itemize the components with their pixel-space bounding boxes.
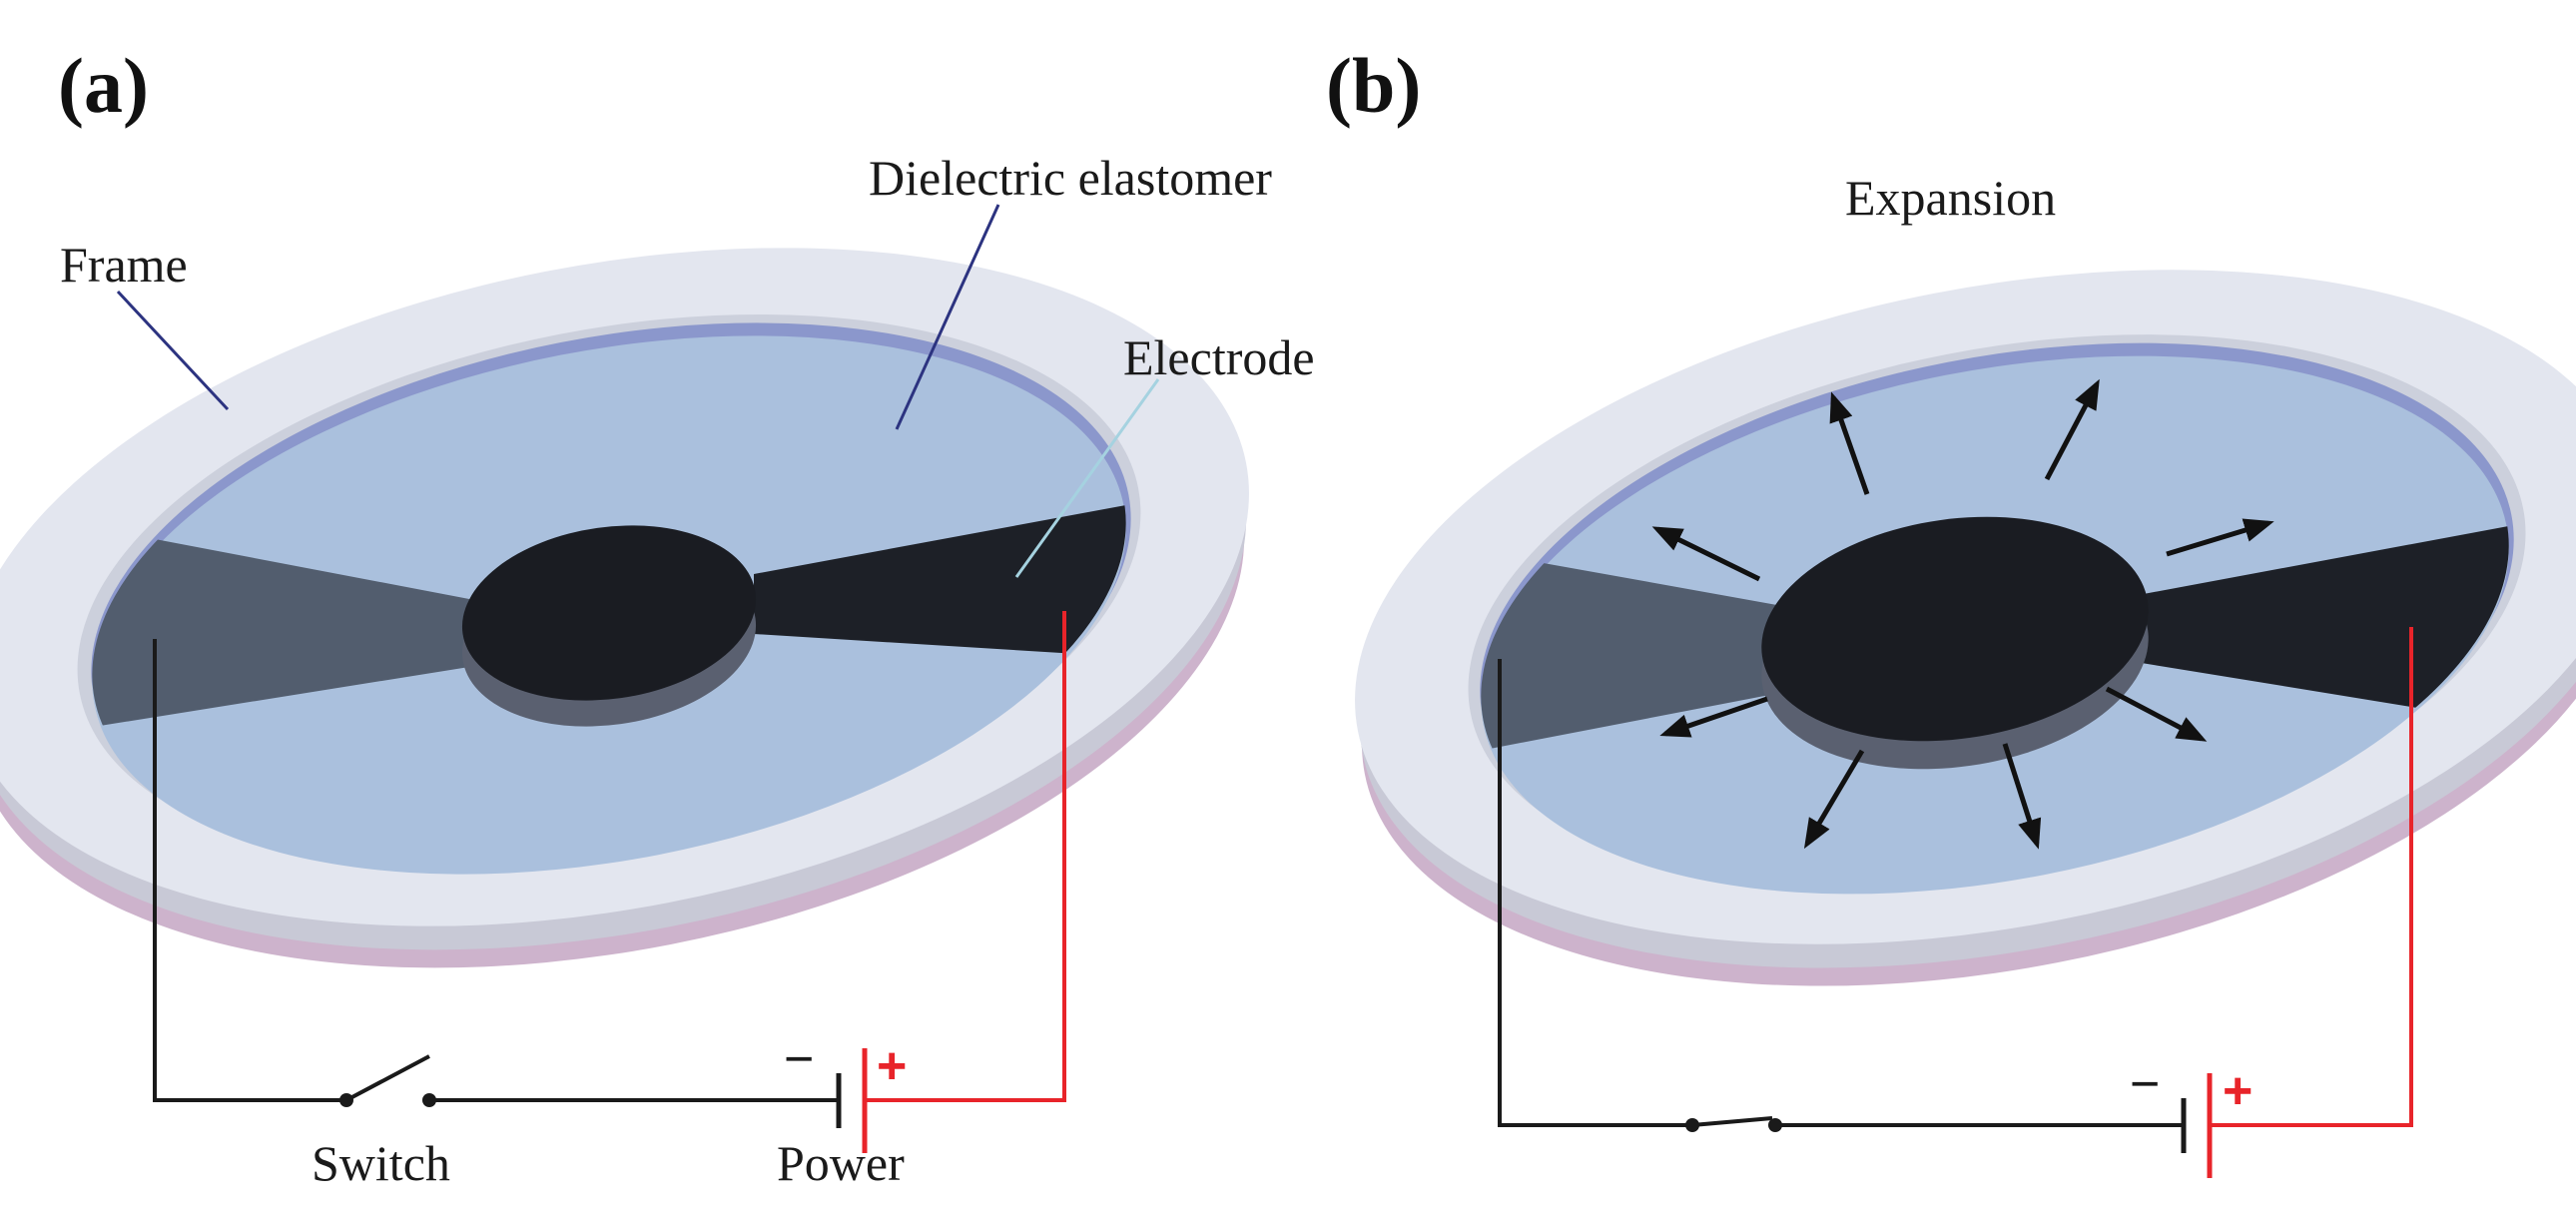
electrode-a-right [754, 499, 1158, 659]
expansion-arrows [1651, 378, 2274, 850]
expansion-arrow-left-down [1659, 696, 1768, 738]
circuit-a: − + [153, 611, 1066, 1153]
expansion-arrow-right-down [2105, 686, 2208, 742]
expansion-label: Expansion [1845, 170, 2056, 226]
electrode-b-center-top [1761, 516, 2149, 742]
wire-b-red [2210, 627, 2413, 1127]
electrode-a-center-top [461, 525, 757, 701]
wire-b-left [1498, 659, 1692, 1127]
electrode-a-center [461, 525, 757, 727]
elastomer-leader-line [895, 204, 1000, 430]
expansion-arrow-right-up [2166, 518, 2274, 557]
power-label: Power [777, 1135, 905, 1191]
switch-b-lever-closed [1691, 1116, 1773, 1127]
expansion-arrow-left-up [1651, 526, 1761, 582]
panel-b-label: (b) [1326, 42, 1421, 129]
electrode-b-left [1438, 544, 1827, 759]
circuit-b: − + [1498, 627, 2413, 1178]
frame-leader-line [116, 290, 230, 411]
electrodes-b [1438, 519, 2546, 759]
battery-b-minus-sign: − [2130, 1055, 2160, 1113]
switch-a-lever [345, 1054, 430, 1102]
wire-a-red [865, 611, 1066, 1102]
electrode-b-center [1761, 516, 2149, 770]
panel-a: (a) Frame Dielectric elastomer Electro [0, 42, 1315, 1191]
electrode-b-right [2117, 519, 2546, 729]
expansion-arrow-up-right [2044, 378, 2100, 481]
battery-b-plus-sign: + [2223, 1062, 2253, 1120]
expansion-arrow-down-right [2002, 743, 2042, 850]
switch-label: Switch [312, 1135, 450, 1191]
panel-a-label: (a) [58, 42, 149, 129]
battery-a-plus-sign: + [877, 1037, 907, 1095]
frame-label: Frame [60, 237, 188, 293]
expansion-arrow-up-left [1829, 391, 1870, 495]
electrode-label: Electrode [1123, 329, 1315, 385]
battery-a-minus-sign: − [784, 1030, 814, 1088]
electrode-leader-line [1014, 378, 1160, 578]
wire-a-left [153, 639, 344, 1102]
elastomer-label: Dielectric elastomer [869, 150, 1272, 206]
expansion-arrow-down-left [1803, 749, 1865, 850]
panel-b: (b) Expansion [1326, 42, 2576, 1178]
